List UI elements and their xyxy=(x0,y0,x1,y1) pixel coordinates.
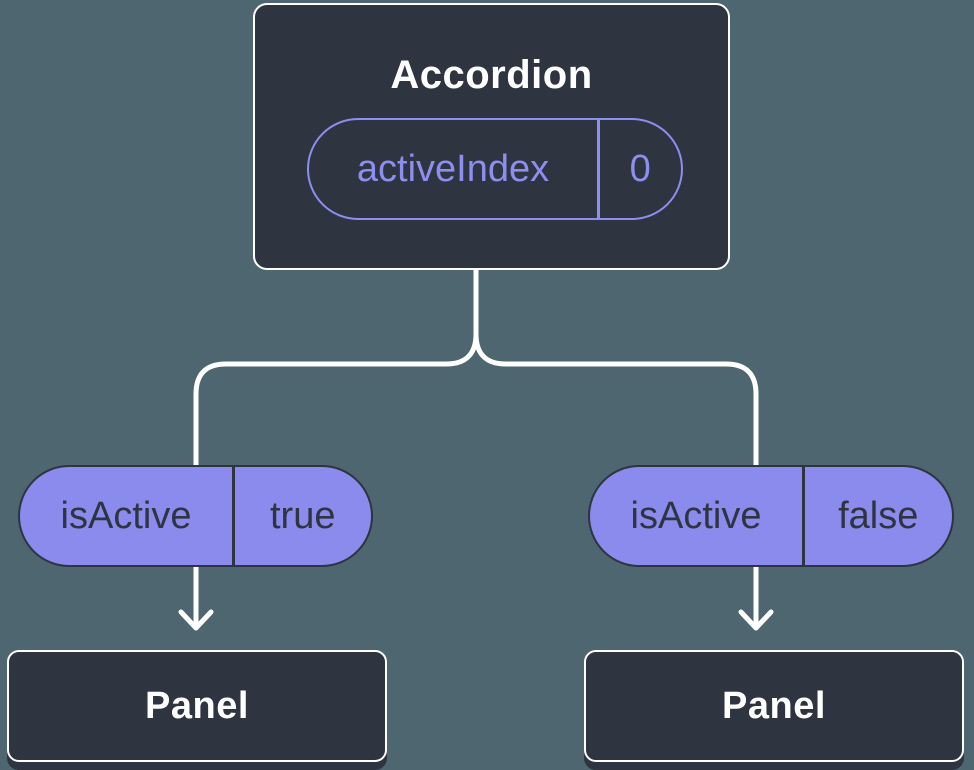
prop-pill-name: isActive xyxy=(630,494,762,537)
prop-pill-isactive-false: isActive false xyxy=(588,465,954,567)
connector-left-branch xyxy=(193,263,479,473)
prop-pill-value: true xyxy=(270,494,336,537)
arrow-down-icon xyxy=(738,609,774,631)
pill-divider xyxy=(232,467,235,565)
accordion-title: Accordion xyxy=(390,53,593,97)
state-pill-value: 0 xyxy=(629,147,651,190)
panel-title: Panel xyxy=(722,684,826,727)
panel-title: Panel xyxy=(145,684,249,727)
pill-divider xyxy=(802,467,805,565)
panel-node-right: Panel xyxy=(584,650,964,762)
state-pill-activeindex: activeIndex 0 xyxy=(307,118,683,220)
state-pill-name: activeIndex xyxy=(356,147,550,190)
prop-pill-isactive-true: isActive true xyxy=(18,465,373,567)
panel-node-left: Panel xyxy=(7,650,387,762)
prop-pill-value: false xyxy=(838,494,919,537)
connector-right-branch xyxy=(473,263,759,473)
prop-pill-name: isActive xyxy=(60,494,192,537)
arrow-down-icon xyxy=(178,609,214,631)
pill-divider xyxy=(597,120,600,218)
accordion-node: Accordion activeIndex 0 xyxy=(253,3,730,270)
